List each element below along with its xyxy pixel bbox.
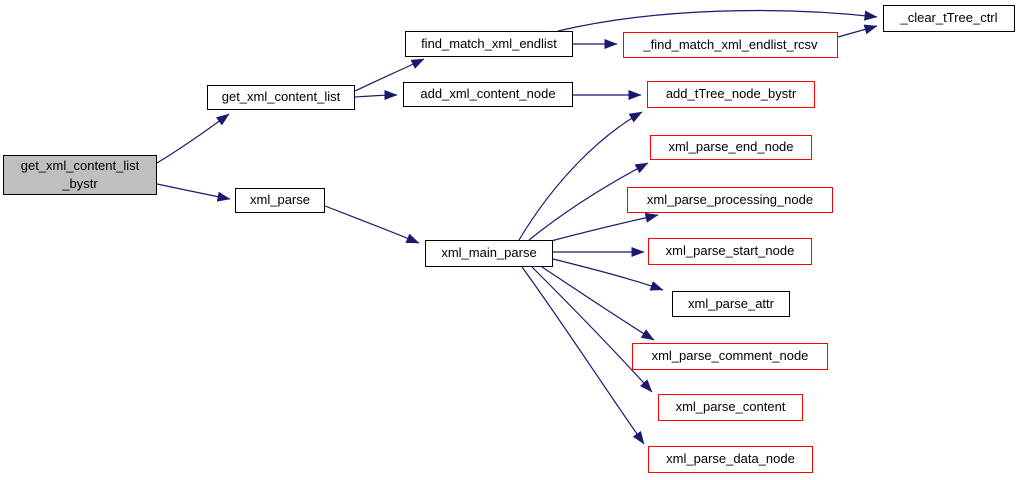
edge-get_xml_content_list_bystr-xml_parse: [156, 183, 231, 202]
node-xml-main-parse[interactable]: xml_main_parse: [425, 240, 553, 267]
edge-xml_main_parse-xml_parse_end_node: [528, 162, 649, 241]
edge-xml_main_parse-xml_parse_attr: [552, 258, 664, 291]
node-find-match-xml-endlist[interactable]: find_match_xml_endlist: [405, 31, 573, 57]
edge-get_xml_content_list-find_match_xml_endlist: [354, 58, 425, 92]
node-xml-parse-comment-node[interactable]: xml_parse_comment_node: [632, 343, 828, 370]
edge-get_xml_content_list-add_xml_content_node: [354, 90, 398, 101]
node-xml-parse-content[interactable]: xml_parse_content: [658, 394, 803, 421]
edge-xml_main_parse-add_tTree_node_bystr: [518, 111, 643, 241]
edge-xml_main_parse-xml_parse_comment_node: [541, 266, 655, 341]
edge-_find_match_xml_endlist_rcsv-_clear_tTree_ctrl: [837, 24, 878, 38]
edge-xml_parse-xml_main_parse: [324, 205, 420, 244]
node-xml-parse-processing-node[interactable]: xml_parse_processing_node: [627, 187, 833, 213]
node-find-match-xml-endlist-rcsv[interactable]: _find_match_xml_endlist_rcsv: [623, 32, 838, 58]
edge-xml_main_parse-xml_parse_data_node: [521, 266, 645, 445]
node-add-xml-content-node[interactable]: add_xml_content_node: [403, 82, 573, 107]
edge-find_match_xml_endlist-_clear_tTree_ctrl: [557, 9, 878, 32]
edge-get_xml_content_list_bystr-get_xml_content_list: [156, 113, 230, 164]
node-get-xml-content-list[interactable]: get_xml_content_list: [207, 85, 355, 110]
node-xml-parse-attr[interactable]: xml_parse_attr: [672, 291, 790, 317]
node-xml-parse-data-node[interactable]: xml_parse_data_node: [648, 446, 813, 473]
edge-xml_main_parse-xml_parse_content: [531, 266, 653, 393]
node-xml-parse-start-node[interactable]: xml_parse_start_node: [648, 238, 812, 265]
node-get-xml-content-list-bystr: get_xml_content_list _bystr: [3, 155, 157, 195]
node-add-ttree-node-bystr[interactable]: add_tTree_node_bystr: [647, 81, 815, 108]
edge-xml_main_parse-xml_parse_processing_node: [550, 212, 659, 242]
node-xml-parse-end-node[interactable]: xml_parse_end_node: [650, 135, 812, 160]
node-clear-ttree-ctrl[interactable]: _clear_tTree_ctrl: [883, 5, 1015, 32]
node-xml-parse[interactable]: xml_parse: [235, 188, 325, 213]
